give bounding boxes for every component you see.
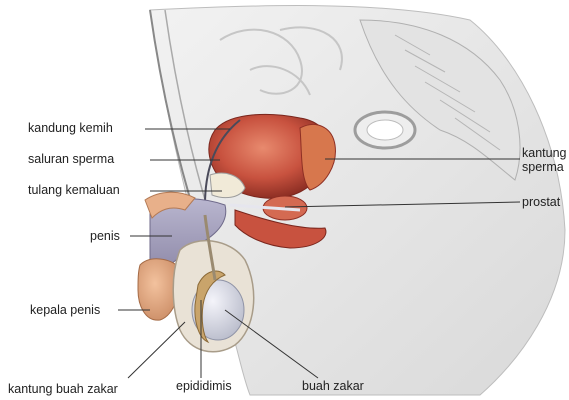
label-bladder: kandung kemih — [28, 121, 113, 135]
label-epididymis: epididimis — [176, 379, 232, 393]
label-prostate: prostat — [522, 195, 560, 209]
label-vas-deferens: saluran sperma — [28, 152, 114, 166]
label-seminal-vesicle: kantung sperma — [522, 146, 566, 174]
label-glans: kepala penis — [30, 303, 100, 317]
label-pubic-bone: tulang kemaluan — [28, 183, 120, 197]
leader-scrotum — [128, 322, 185, 378]
label-scrotum: kantung buah zakar — [8, 382, 118, 396]
label-penis: penis — [90, 229, 120, 243]
label-testis: buah zakar — [302, 379, 364, 393]
